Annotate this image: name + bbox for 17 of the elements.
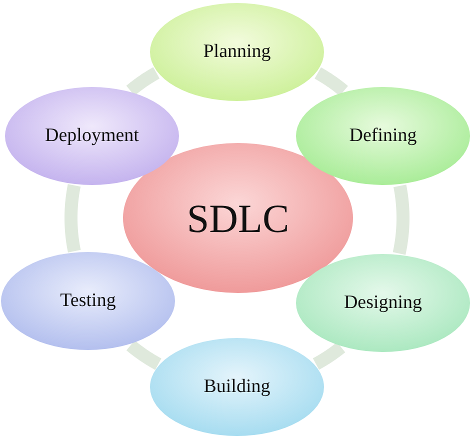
phase-label: Defining [349, 125, 417, 147]
phase-label: Deployment [45, 125, 139, 147]
ring-connector [124, 66, 162, 97]
phase-ellipse [149, 337, 325, 437]
center-label: SDLC [186, 194, 290, 242]
phase-label: Building [204, 376, 270, 398]
ring-connector [124, 339, 164, 370]
ring-connector [310, 341, 347, 370]
phase-label: Testing [60, 290, 116, 312]
phase-ellipse [149, 2, 325, 102]
phase-ellipse [295, 86, 471, 186]
ring-connector [312, 66, 350, 97]
phase-ellipse [4, 86, 180, 186]
phase-label: Planning [203, 41, 271, 63]
phase-ellipse [0, 251, 176, 351]
phase-ellipse [295, 253, 471, 353]
phase-label: Designing [344, 292, 422, 314]
